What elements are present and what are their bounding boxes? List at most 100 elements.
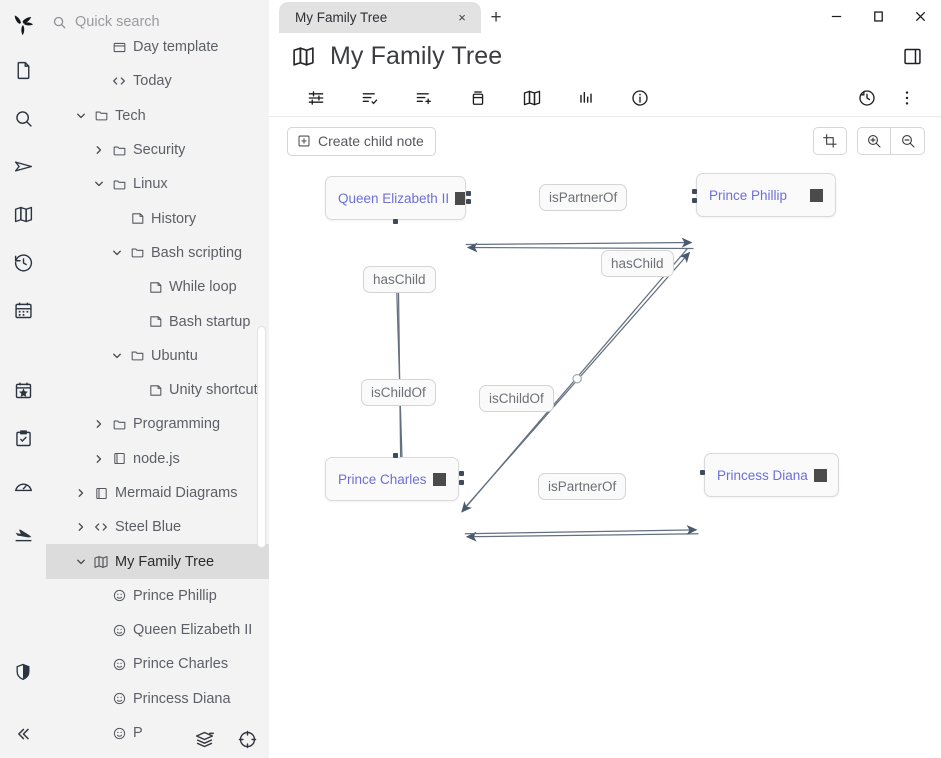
sidebar-item-prince-charles[interactable]: Prince Charles xyxy=(46,647,269,681)
relation-map-canvas[interactable]: Queen Elizabeth II Prince Phillip Prince… xyxy=(269,165,941,758)
tree-scrollbar-track[interactable] xyxy=(257,326,266,548)
new-tab-button[interactable]: + xyxy=(490,6,502,28)
node-connector-handle[interactable] xyxy=(433,472,446,486)
sidebar-item-prince-phillip[interactable]: Prince Phillip xyxy=(46,579,269,613)
folder-icon xyxy=(108,177,130,192)
sidebar-item-queen-elizabeth-ii[interactable]: Queen Elizabeth II xyxy=(46,613,269,647)
rail-item-collapse-sidebar-icon[interactable] xyxy=(3,710,43,758)
sidebar-item-bash-startup[interactable]: Bash startup xyxy=(46,304,269,338)
tab-title: My Family Tree xyxy=(295,10,388,25)
sidebar-item-linux[interactable]: Linux xyxy=(46,167,269,201)
note-info-chart-icon[interactable] xyxy=(559,83,613,113)
zoom-in-icon[interactable] xyxy=(857,127,891,155)
create-child-note-button[interactable]: Create child note xyxy=(287,126,436,156)
note-info-icon[interactable] xyxy=(613,83,667,113)
edge-label-ispartnerof-bottom[interactable]: isPartnerOf xyxy=(538,473,627,500)
node-endpoint[interactable] xyxy=(692,198,697,203)
node-endpoint[interactable] xyxy=(700,470,705,475)
sidebar-item-while-loop[interactable]: While loop xyxy=(46,270,269,304)
rail-item-search-icon[interactable] xyxy=(3,94,43,142)
close-button[interactable] xyxy=(899,0,941,33)
sidebar-item-steel-blue[interactable]: Steel Blue xyxy=(46,510,269,544)
node-endpoint[interactable] xyxy=(459,471,464,476)
sidebar-item-unity-shortcuts[interactable]: Unity shortcuts xyxy=(46,373,269,407)
chevron-down-icon[interactable] xyxy=(72,110,90,122)
layers-icon[interactable] xyxy=(194,729,215,750)
rail-item-recent-changes-icon[interactable] xyxy=(3,238,43,286)
rail-item-task-list-icon[interactable] xyxy=(3,414,43,462)
book-icon xyxy=(108,451,130,466)
chevron-right-icon[interactable] xyxy=(72,521,90,533)
map-node-queen-elizabeth-ii[interactable]: Queen Elizabeth II xyxy=(325,176,466,220)
sidebar-item-princess-diana[interactable]: Princess Diana xyxy=(46,682,269,716)
rail-item-calendar-icon[interactable] xyxy=(3,286,43,334)
sidebar-item-bash-scripting[interactable]: Bash scripting xyxy=(46,236,269,270)
rail-item-note-icon[interactable] xyxy=(3,46,43,94)
folder-icon xyxy=(108,417,130,432)
chevron-down-icon[interactable] xyxy=(90,178,108,190)
maximize-button[interactable] xyxy=(857,0,899,33)
node-connector-handle[interactable] xyxy=(455,191,465,205)
sidebar-item-day-template[interactable]: Day template xyxy=(46,30,269,64)
relation-map-icon[interactable] xyxy=(505,83,559,113)
edge-label-haschild-left[interactable]: hasChild xyxy=(363,266,436,293)
sidebar-item-history[interactable]: History xyxy=(46,201,269,235)
edge-label-ischildof-left[interactable]: isChildOf xyxy=(361,379,436,406)
map-node-princess-diana[interactable]: Princess Diana xyxy=(704,453,839,497)
add-attribute-icon[interactable] xyxy=(397,83,451,113)
chevron-right-icon[interactable] xyxy=(72,487,90,499)
rail-item-shield-icon[interactable] xyxy=(3,648,43,696)
chevron-right-icon[interactable] xyxy=(90,418,108,430)
chevron-down-icon[interactable] xyxy=(108,247,126,259)
node-endpoint[interactable] xyxy=(393,219,398,224)
note-paths-icon[interactable] xyxy=(451,83,505,113)
rail-item-bookmark-calendar-icon[interactable] xyxy=(3,366,43,414)
map-node-prince-charles[interactable]: Prince Charles xyxy=(325,457,459,501)
sidebar-item-my-family-tree[interactable]: My Family Tree xyxy=(46,544,269,579)
quick-search-input[interactable]: Quick search xyxy=(46,0,269,44)
rail-item-gauge-icon[interactable] xyxy=(3,462,43,510)
close-icon[interactable]: × xyxy=(458,10,466,25)
sidebar-item-security[interactable]: Security xyxy=(46,133,269,167)
rail-item-open-note-icon[interactable] xyxy=(3,190,43,238)
node-connector-handle[interactable] xyxy=(810,188,823,202)
basic-properties-icon[interactable] xyxy=(289,83,343,113)
sidebar-item-programming[interactable]: Programming xyxy=(46,407,269,441)
reset-pan-zoom-icon[interactable] xyxy=(813,127,847,155)
sidebar-item-node-js[interactable]: node.js xyxy=(46,442,269,476)
sidebar-item-mermaid-diagrams[interactable]: Mermaid Diagrams xyxy=(46,476,269,510)
node-connector-handle[interactable] xyxy=(813,468,827,482)
page-title[interactable]: My Family Tree xyxy=(330,41,503,70)
sidebar-item-p[interactable]: P xyxy=(46,716,269,750)
node-endpoint[interactable] xyxy=(459,480,464,485)
owned-attributes-icon[interactable] xyxy=(343,83,397,113)
revisions-icon[interactable] xyxy=(847,83,887,113)
chevron-down-icon[interactable] xyxy=(108,350,126,362)
more-menu-icon[interactable] xyxy=(887,83,927,113)
chevron-right-icon[interactable] xyxy=(90,453,108,465)
node-endpoint[interactable] xyxy=(692,189,697,194)
node-endpoint[interactable] xyxy=(466,191,471,196)
crosshair-icon[interactable] xyxy=(237,729,258,750)
tree-scrollbar-thumb[interactable] xyxy=(257,326,266,548)
sidebar-item-label: Bash scripting xyxy=(151,244,243,261)
trilium-leaf-logo xyxy=(7,8,39,40)
rail-item-plane-landing-icon[interactable] xyxy=(3,510,43,558)
rail-item-jump-to-note-icon[interactable] xyxy=(3,142,43,190)
sidebar-item-tech[interactable]: Tech xyxy=(46,99,269,133)
tab-my-family-tree[interactable]: My Family Tree × xyxy=(279,2,481,33)
edge-label-ispartnerof-top[interactable]: isPartnerOf xyxy=(539,184,628,211)
chevron-down-icon[interactable] xyxy=(72,556,90,568)
zoom-out-icon[interactable] xyxy=(891,127,925,155)
map-node-prince-phillip[interactable]: Prince Phillip xyxy=(696,173,836,217)
sidebar-item-ubuntu[interactable]: Ubuntu xyxy=(46,339,269,373)
minimize-button[interactable] xyxy=(815,0,857,33)
edge-label-haschild-diagonal[interactable]: hasChild xyxy=(601,250,674,277)
node-endpoint[interactable] xyxy=(466,199,471,204)
sidebar-item-today[interactable]: Today xyxy=(46,64,269,98)
node-endpoint[interactable] xyxy=(393,453,398,458)
chevron-right-icon[interactable] xyxy=(90,144,108,156)
right-panel-toggle-icon[interactable] xyxy=(898,42,927,71)
edge-label-ischildof-diagonal[interactable]: isChildOf xyxy=(479,385,554,412)
